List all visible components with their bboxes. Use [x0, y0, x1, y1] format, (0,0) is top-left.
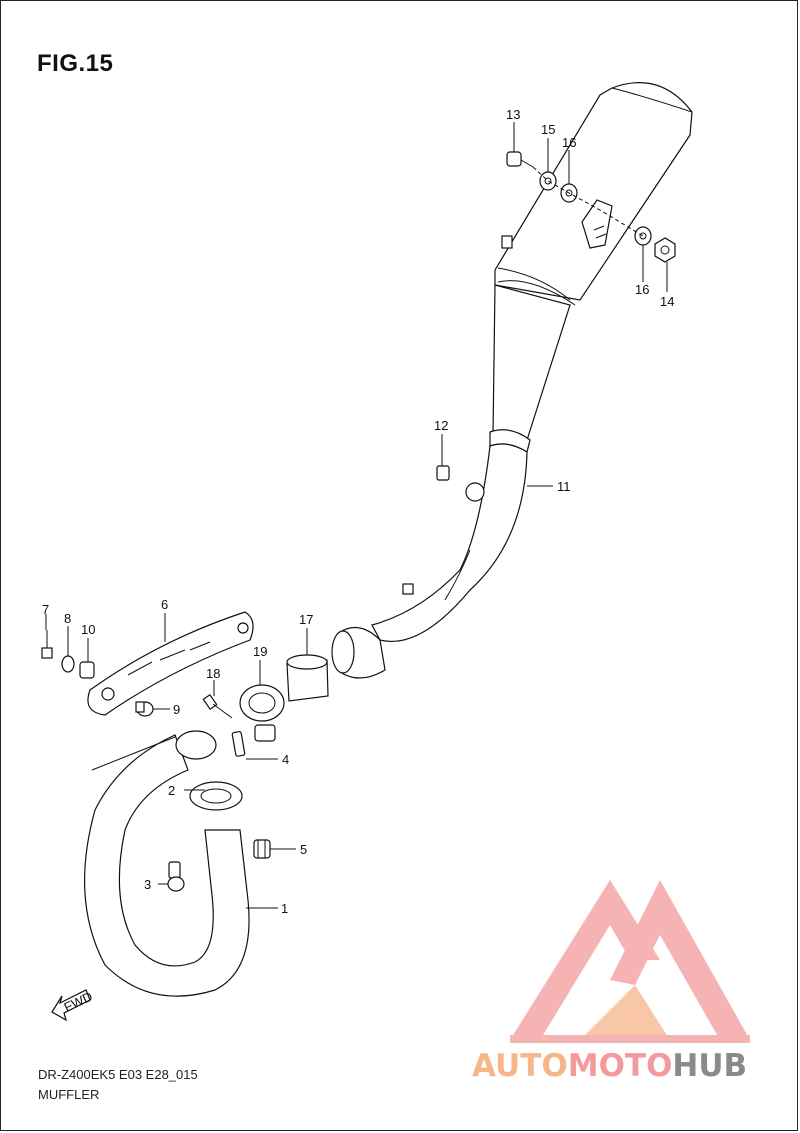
- forward-label: FWD: [62, 989, 95, 1015]
- wordmark-hub: HUB: [672, 1048, 748, 1084]
- figure-title: FIG.15: [37, 50, 114, 77]
- clamp-19: [239, 684, 285, 742]
- callout-16-rear: 16: [635, 282, 649, 297]
- bolt-7: [41, 630, 53, 659]
- callout-18: 18: [206, 666, 220, 681]
- callout-2: 2: [168, 783, 175, 798]
- bolt-9: [135, 701, 154, 717]
- gasket-2: [189, 781, 243, 811]
- callout-16-front: 16: [562, 135, 576, 150]
- wordmark-auto: AUTO: [472, 1048, 568, 1084]
- bolt-13: [506, 151, 534, 168]
- callout-7: 7: [42, 602, 49, 617]
- callout-13: 13: [506, 107, 520, 122]
- automotohub-wordmark: AUTOMOTOHUB: [472, 1048, 800, 1084]
- wordmark-moto: MOTO: [567, 1048, 673, 1084]
- callout-19: 19: [253, 644, 267, 659]
- bracket-6: [87, 611, 254, 716]
- callout-6: 6: [161, 597, 168, 612]
- callout-8: 8: [64, 611, 71, 626]
- figure-code: DR-Z400EK5 E03 E28_015: [38, 1067, 198, 1082]
- callout-9: 9: [173, 702, 180, 717]
- callout-5: 5: [300, 842, 307, 857]
- gasket-17: [286, 654, 329, 702]
- callout-12: 12: [434, 418, 448, 433]
- forward-direction-arrow: FWD: [51, 989, 95, 1022]
- bolt-12: [436, 465, 450, 481]
- washer-16-rear: [634, 226, 652, 246]
- bolt-3: [167, 861, 185, 892]
- callout-11: 11: [557, 479, 571, 494]
- callout-leaders: [45, 122, 668, 909]
- washer-8: [61, 655, 75, 673]
- stud-4: [231, 731, 246, 757]
- callout-14: 14: [660, 294, 674, 309]
- exhaust-pipe-1: [84, 730, 250, 997]
- figure-name: MUFFLER: [38, 1087, 100, 1102]
- callout-1: 1: [281, 901, 288, 916]
- washer-15: [539, 171, 557, 191]
- muffler-assembly: [331, 82, 693, 679]
- spacer-10: [79, 661, 95, 679]
- callout-10: 10: [81, 622, 95, 637]
- nut-14: [654, 237, 676, 263]
- nut-5: [253, 839, 271, 859]
- callout-15: 15: [541, 122, 555, 137]
- callout-3: 3: [144, 877, 151, 892]
- callout-4: 4: [282, 752, 289, 767]
- automotohub-logo: [510, 880, 750, 1043]
- bolt-18: [202, 693, 233, 719]
- callout-numbers: 1 2 3 4 5 6 7 8 9 10 11 12 13 14 15 16 1…: [42, 107, 674, 916]
- callout-17: 17: [299, 612, 313, 627]
